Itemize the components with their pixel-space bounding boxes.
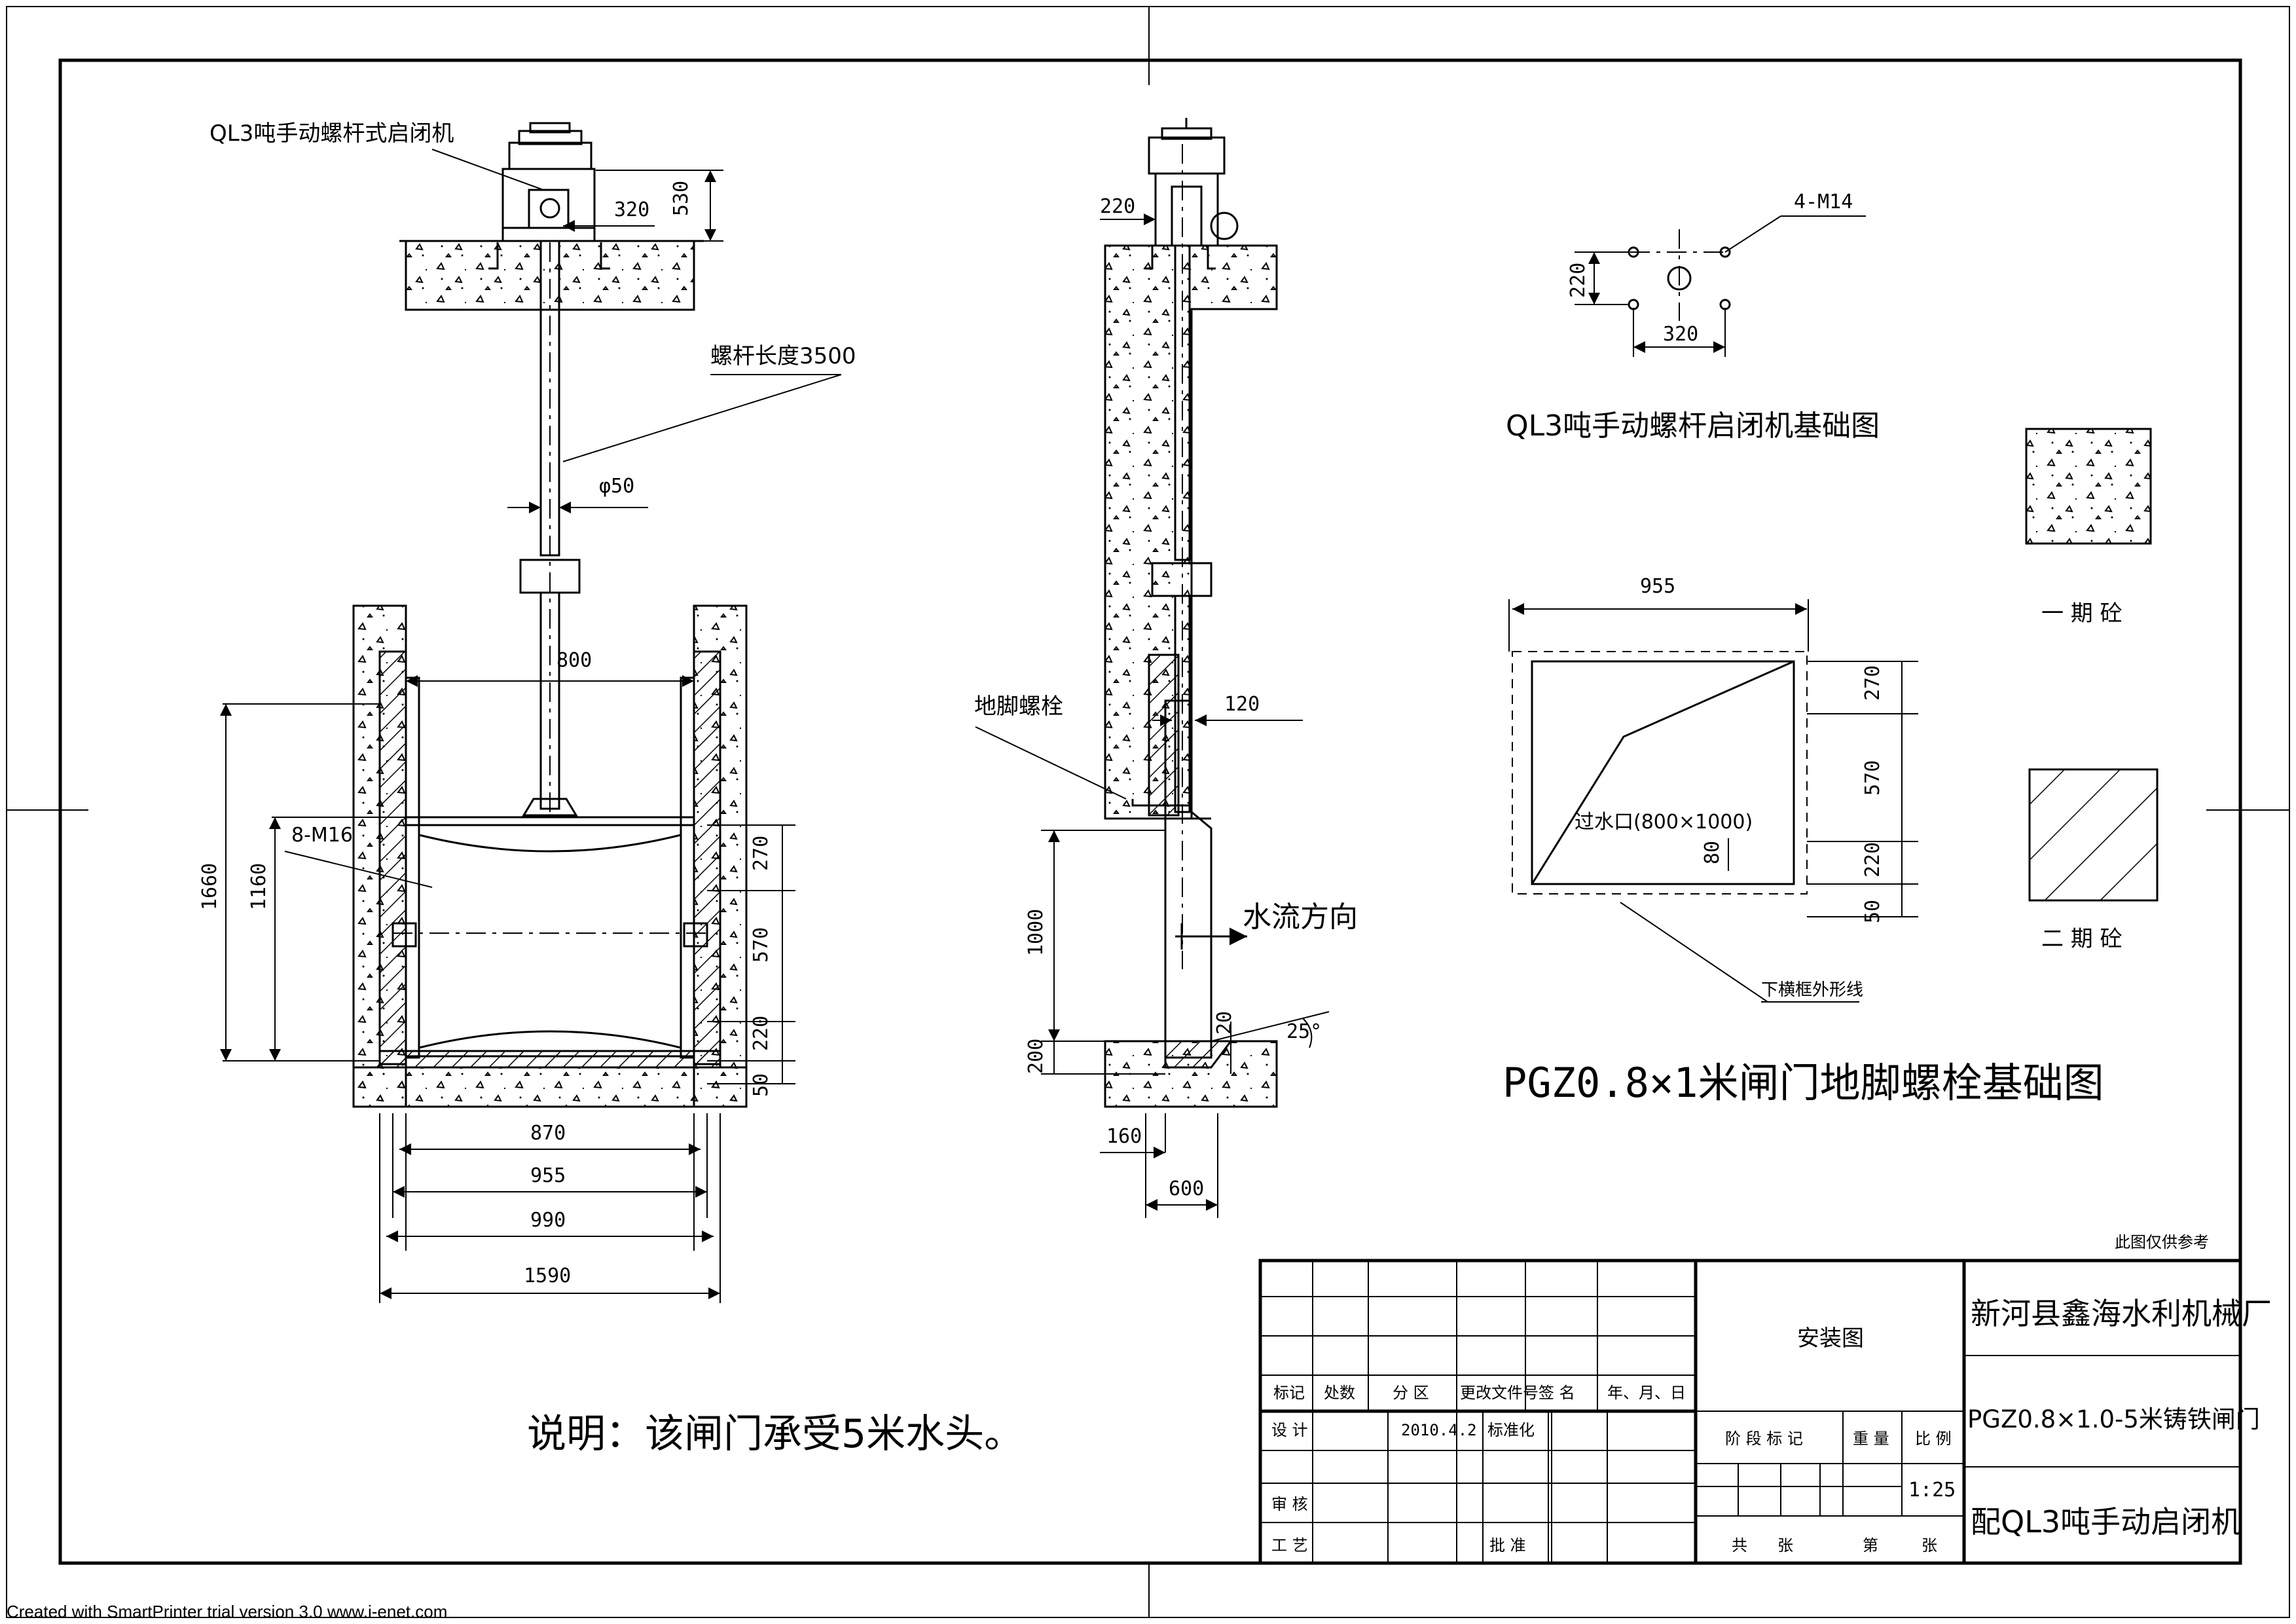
tb-col-sign: 签 名	[1539, 1384, 1575, 1402]
watermark-text: Created with SmartPrinter trial version …	[7, 1602, 447, 1621]
flow-direction-label: 水流方向	[1243, 900, 1358, 934]
tb-process: 工 艺	[1271, 1536, 1308, 1555]
tb-col-date: 年、月、日	[1607, 1384, 1686, 1402]
main-title: PGZ0.8×1米闸门地脚螺栓基础图	[1503, 1059, 2104, 1107]
hoist-name-label: QL3吨手动螺杆式启闭机	[210, 120, 454, 147]
dim-800: 800	[556, 649, 592, 672]
sheet-border	[6, 6, 2290, 1618]
side-dim-200: 200	[1025, 1039, 1048, 1074]
side-dim-120: 120	[1224, 693, 1260, 716]
tb-sheet-no: 第	[1863, 1536, 1878, 1555]
dim-320: 320	[614, 198, 649, 221]
dim-1660: 1660	[198, 863, 221, 910]
tb-col-mark: 标记	[1273, 1384, 1305, 1402]
tb-total: 共	[1732, 1536, 1747, 1555]
tb-col-count: 处数	[1324, 1384, 1355, 1402]
fp-dim-270: 270	[1861, 665, 1884, 701]
dim-530: 530	[670, 181, 693, 216]
tb-approve: 批 准	[1489, 1536, 1526, 1555]
side-dim-220: 220	[1100, 195, 1135, 218]
screw-length-label: 螺杆长度3500	[710, 343, 856, 369]
reference-only-text: 此图仅供参考	[2115, 1233, 2209, 1251]
side-dim-20: 20	[1213, 1011, 1236, 1035]
dim-570: 570	[750, 927, 773, 963]
tb-product-line2: 配QL3吨手动启闭机	[1971, 1504, 2241, 1540]
base-dim-220: 220	[1567, 263, 1590, 298]
hoist-base-plan: 4-M14 220 320 QL3吨手动螺杆启闭机基础图	[1506, 191, 1880, 443]
side-view: 地脚螺栓 220 120 1000 200 20 25° 水流方向 160	[974, 118, 1358, 1218]
fp-dim-80: 80	[1701, 841, 1724, 864]
fp-dim-570: 570	[1861, 760, 1884, 796]
tb-scale-label: 比 例	[1915, 1430, 1952, 1448]
legend-first-swatch	[2025, 428, 2152, 545]
dim-270: 270	[750, 836, 773, 871]
tb-product-line1: PGZ0.8×1.0-5米铸铁闸门	[1967, 1405, 2260, 1433]
legend: 一 期 砼 二 期 砼	[2025, 428, 2159, 952]
tb-stage-mark: 阶 段 标 记	[1725, 1430, 1803, 1448]
base-dim-320: 320	[1663, 323, 1698, 346]
tb-col-zone: 分 区	[1393, 1384, 1429, 1402]
opening-label: 过水口(800×1000)	[1575, 811, 1753, 834]
dim-phi50: φ50	[599, 475, 634, 498]
base-plan-title: QL3吨手动螺杆启闭机基础图	[1506, 409, 1880, 443]
dim-990: 990	[530, 1209, 566, 1232]
tb-scale: 1:25	[1908, 1479, 1956, 1502]
dim-220: 220	[750, 1016, 773, 1051]
dim-870: 870	[530, 1122, 566, 1145]
note-text: 说明：该闸门承受5米水头。	[527, 1411, 1023, 1457]
bolts-8m16-label: 8-M16	[291, 824, 353, 847]
side-dim-1000: 1000	[1025, 909, 1048, 956]
bolts-4m14-label: 4-M14	[1794, 191, 1853, 213]
title-block: 标记 处数 分 区 更改文件号 签 名 年、月、日 设 计 2010.4.2 标…	[1258, 1259, 2272, 1565]
tb-sheets-unit: 张	[1777, 1536, 1793, 1555]
dim-1590: 1590	[524, 1264, 571, 1287]
tb-company: 新河县鑫海水利机械厂	[1971, 1296, 2272, 1331]
dim-50: 50	[750, 1073, 773, 1097]
side-angle-25: 25°	[1286, 1020, 1322, 1043]
tb-weight: 重 量	[1853, 1430, 1889, 1448]
tb-review: 审 核	[1271, 1495, 1308, 1513]
tb-design-date: 2010.4.2	[1401, 1421, 1477, 1439]
tb-standardize: 标准化	[1487, 1421, 1535, 1439]
legend-second-swatch	[2028, 768, 2159, 902]
tb-col-docno: 更改文件号	[1460, 1384, 1539, 1402]
fp-dim-220: 220	[1861, 842, 1884, 877]
lower-frame-label: 下横框外形线	[1761, 980, 1863, 1000]
dim-955: 955	[530, 1164, 566, 1187]
tb-sheet-unit: 张	[1922, 1536, 1937, 1555]
dim-1160: 1160	[247, 863, 270, 910]
gate-leaf	[405, 816, 695, 1058]
side-dim-600: 600	[1169, 1177, 1204, 1200]
tb-design: 设 计	[1271, 1421, 1308, 1439]
fp-dim-955: 955	[1640, 575, 1675, 598]
front-view: QL3吨手动螺杆式启闭机 530 320 螺杆长度3500 φ50 800 8-…	[198, 120, 856, 1303]
tb-drawing-type: 安装图	[1797, 1325, 1864, 1352]
hoist-icon	[488, 122, 610, 270]
legend-first-label: 一 期 砼	[2041, 600, 2123, 627]
anchor-bolt-label: 地脚螺栓	[974, 693, 1063, 720]
fp-dim-50: 50	[1861, 900, 1884, 923]
legend-second-label: 二 期 砼	[2041, 926, 2123, 952]
foundation-plan: 955 270 570 220 50 80 过水口(800×1000) 下横框外…	[1503, 575, 2104, 1107]
side-dim-160: 160	[1106, 1125, 1142, 1148]
